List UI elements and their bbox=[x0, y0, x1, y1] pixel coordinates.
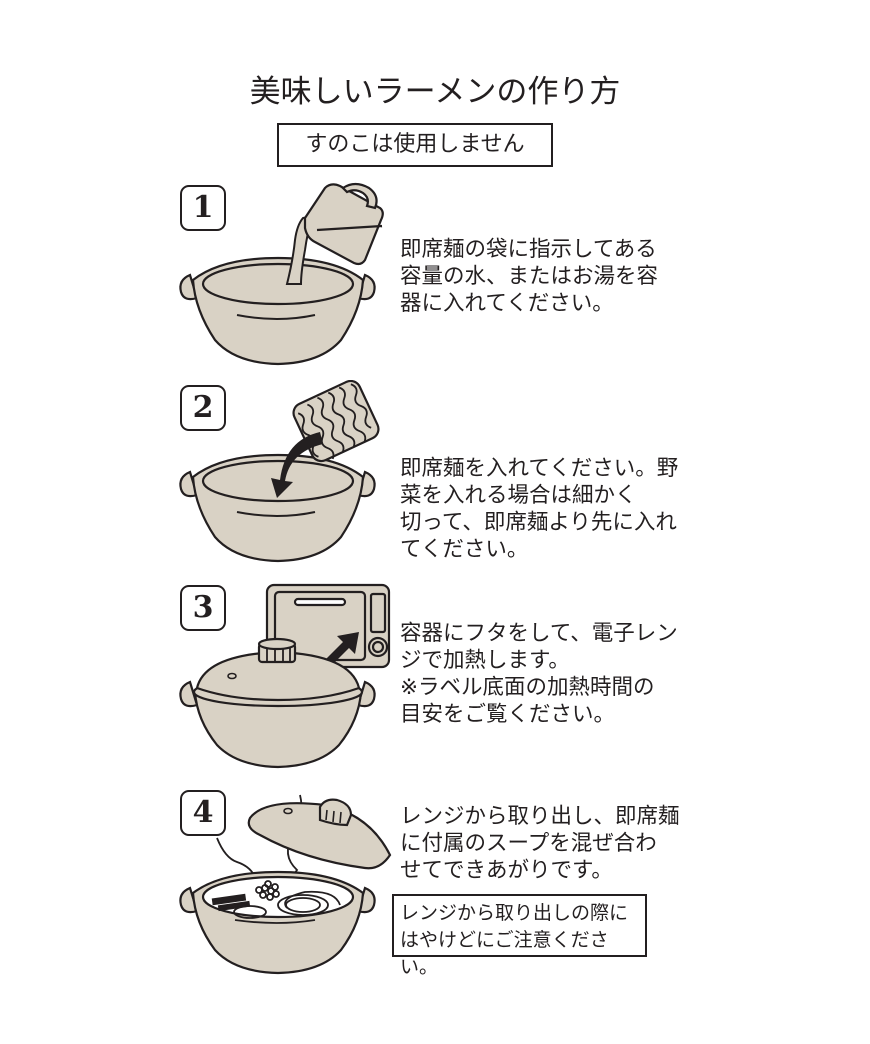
notice-box: すのこは使用しません bbox=[277, 123, 553, 167]
arrow-icon bbox=[271, 432, 323, 498]
step-2-text: 即席麺を入れてください。野 菜を入れる場合は細かく 切って、即席麺より先に入れ … bbox=[400, 456, 679, 562]
step-2-illustration bbox=[175, 380, 390, 570]
step-1-text: 即席麺の袋に指示してある 容量の水、またはお湯を容 器に入れてください。 bbox=[400, 237, 659, 316]
microwave-icon bbox=[265, 583, 391, 669]
step-number-4: 4 bbox=[180, 790, 226, 836]
page-title: 美味しいラーメンの作り方 bbox=[249, 74, 621, 110]
step-3-text: 容器にフタをして、電子レン ジで加熱します。 ※ラベル底面の加熱時間の 目安をご… bbox=[400, 621, 678, 727]
lid-icon bbox=[247, 798, 392, 870]
step-1-illustration bbox=[175, 180, 390, 370]
step-number-2: 2 bbox=[180, 385, 226, 431]
step-3-illustration bbox=[175, 580, 395, 770]
step-4-text: レンジから取り出し、即席麺 に付属のスープを混ぜ合わ せてできあがりです。 bbox=[400, 804, 680, 883]
ramen-contents-icon bbox=[211, 880, 341, 924]
step-number-1: 1 bbox=[180, 185, 226, 231]
measuring-cup-icon bbox=[303, 182, 384, 266]
pot-icon bbox=[179, 637, 376, 769]
step-4-illustration bbox=[175, 780, 395, 980]
noodle-block-icon bbox=[292, 380, 380, 463]
burn-warning-box: レンジから取り出しの際に はやけどにご注意ください。 bbox=[392, 894, 647, 978]
pot-icon bbox=[179, 453, 376, 563]
arrow-icon bbox=[323, 632, 359, 668]
pot-icon bbox=[179, 256, 376, 366]
step-number-3: 3 bbox=[180, 585, 226, 631]
